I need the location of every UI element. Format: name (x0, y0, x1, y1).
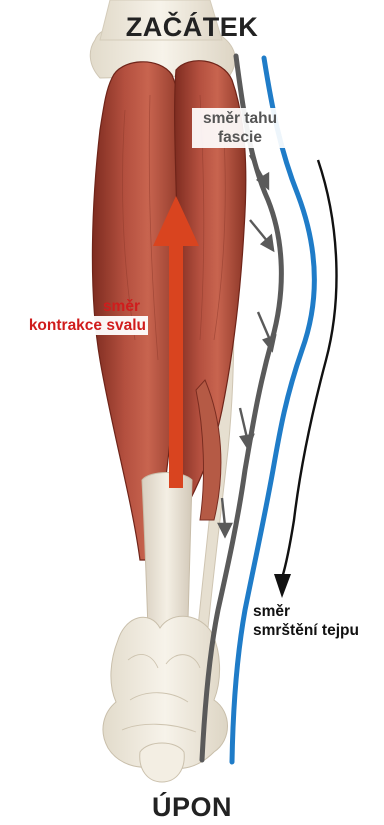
tape-label: směr smrštění tejpu (253, 602, 383, 640)
tape-label-line-2: smrštění tejpu (253, 621, 383, 640)
muscle-label: směr kontrakce svalu (8, 297, 148, 335)
tape-contraction-arrowhead (274, 574, 291, 598)
fascia-label-line-1: směr tahu (194, 109, 286, 128)
tape-label-line-1: směr (253, 602, 383, 621)
muscle-label-line-1: směr (8, 297, 148, 316)
heel-bone (140, 743, 185, 782)
fascia-label: směr tahu fascie (192, 108, 288, 148)
title-origin: ZAČÁTEK (0, 12, 384, 43)
title-insertion: ÚPON (0, 792, 384, 823)
fascia-label-line-2: fascie (194, 128, 286, 147)
muscle-contraction-arrow-shaft (169, 240, 183, 488)
muscle-label-line-2: kontrakce svalu (27, 316, 148, 335)
